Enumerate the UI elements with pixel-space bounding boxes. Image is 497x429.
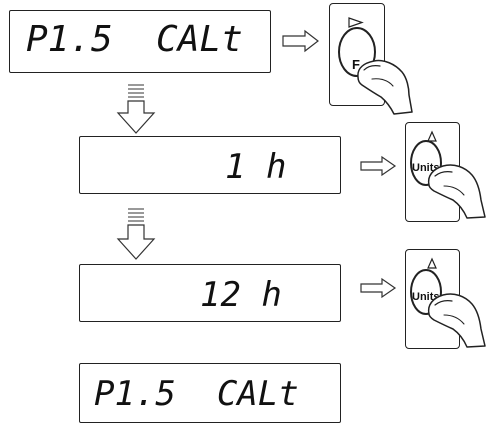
f-key-label: F — [352, 57, 360, 72]
display-step-4: P1.5 CALt — [79, 363, 341, 423]
triangle-up-icon — [427, 257, 437, 269]
down-arrow-icon — [116, 208, 156, 260]
display-step-3-text: 12 h — [200, 275, 282, 315]
display-step-1: P1.5 CALt — [9, 10, 271, 73]
right-arrow-icon — [360, 155, 397, 177]
triangle-right-icon — [348, 17, 364, 28]
display-step-3: 12 h — [79, 264, 341, 322]
finger-icon — [357, 59, 413, 115]
f-key-oval — [338, 27, 376, 77]
finger-icon — [427, 164, 486, 219]
display-step-2-text: 1 h — [225, 147, 287, 187]
finger-icon — [427, 293, 486, 348]
right-arrow-icon — [282, 29, 319, 53]
triangle-up-icon — [427, 130, 437, 142]
display-step-1-text: P1.5 CALt — [26, 19, 243, 60]
display-step-2: 1 h — [79, 136, 341, 194]
right-arrow-icon — [360, 277, 397, 299]
down-arrow-icon — [116, 84, 156, 134]
units-key-oval — [410, 140, 442, 186]
display-step-4-text: P1.5 CALt — [94, 374, 299, 414]
units-key-oval — [410, 269, 442, 315]
